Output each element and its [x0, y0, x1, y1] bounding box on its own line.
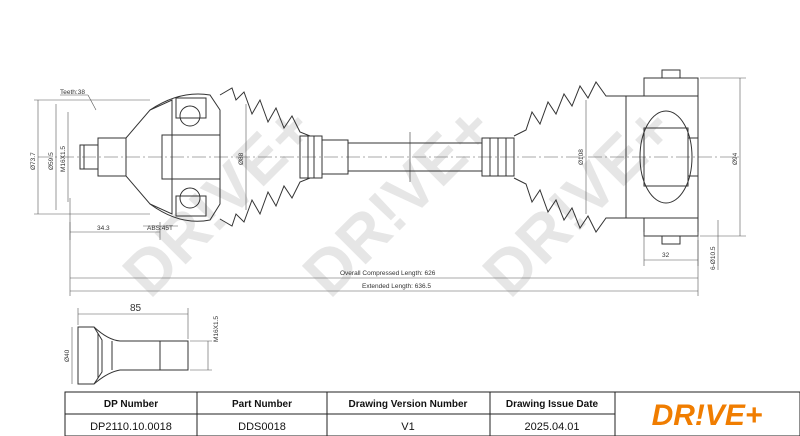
length-32-label: 32	[662, 252, 670, 259]
watermark-3: DR!VE+	[469, 92, 687, 310]
watermark-2: DR!VE+	[289, 92, 507, 310]
dimension-lines	[34, 77, 746, 296]
detail-diameter-label: Ø40	[64, 349, 71, 362]
bolt-hole-label: 6-Ø10.5	[710, 246, 717, 270]
value-part-number: DDS0018	[238, 421, 286, 433]
value-dp-number: DP2110.10.0018	[90, 421, 172, 433]
brand-logo: DR!VE+	[652, 399, 763, 432]
value-drawing-version: V1	[401, 421, 414, 433]
stub-detail-dims	[71, 308, 212, 384]
abs-label: ABS:45T	[147, 225, 173, 232]
header-part-number: Part Number	[232, 399, 292, 410]
value-issue-date: 2025.04.01	[524, 421, 579, 433]
stub-detail	[77, 326, 189, 385]
header-dp-number: DP Number	[104, 399, 158, 410]
flange-diameter-label: Ø59.5	[48, 152, 55, 170]
right-boot-diameter-label: Ø108	[578, 149, 585, 165]
watermark-1: DR!VE+	[109, 92, 327, 310]
outer-diameter-label: Ø73.7	[30, 152, 37, 170]
left-boot-diameter-label: Ø88	[238, 152, 245, 165]
stub-thread-label: M16X1.5	[60, 146, 67, 172]
detail-thread-label: M16X1.5	[213, 316, 220, 342]
title-block: DP Number Part Number Drawing Version Nu…	[64, 391, 800, 436]
extended-length-label: Extended Length: 636.5	[362, 283, 431, 290]
teeth-label: Teeth:38	[60, 89, 85, 96]
shaft-assembly	[79, 69, 699, 245]
header-drawing-version: Drawing Version Number	[349, 399, 468, 410]
header-issue-date: Drawing Issue Date	[506, 399, 599, 410]
length-343-label: 34.3	[97, 225, 110, 232]
left-inner-race	[161, 134, 221, 180]
detail-length-label: 85	[130, 303, 142, 314]
overall-length-label: Overall Compressed Length: 626	[340, 270, 436, 277]
diameter-94-label: Ø94	[732, 152, 739, 165]
